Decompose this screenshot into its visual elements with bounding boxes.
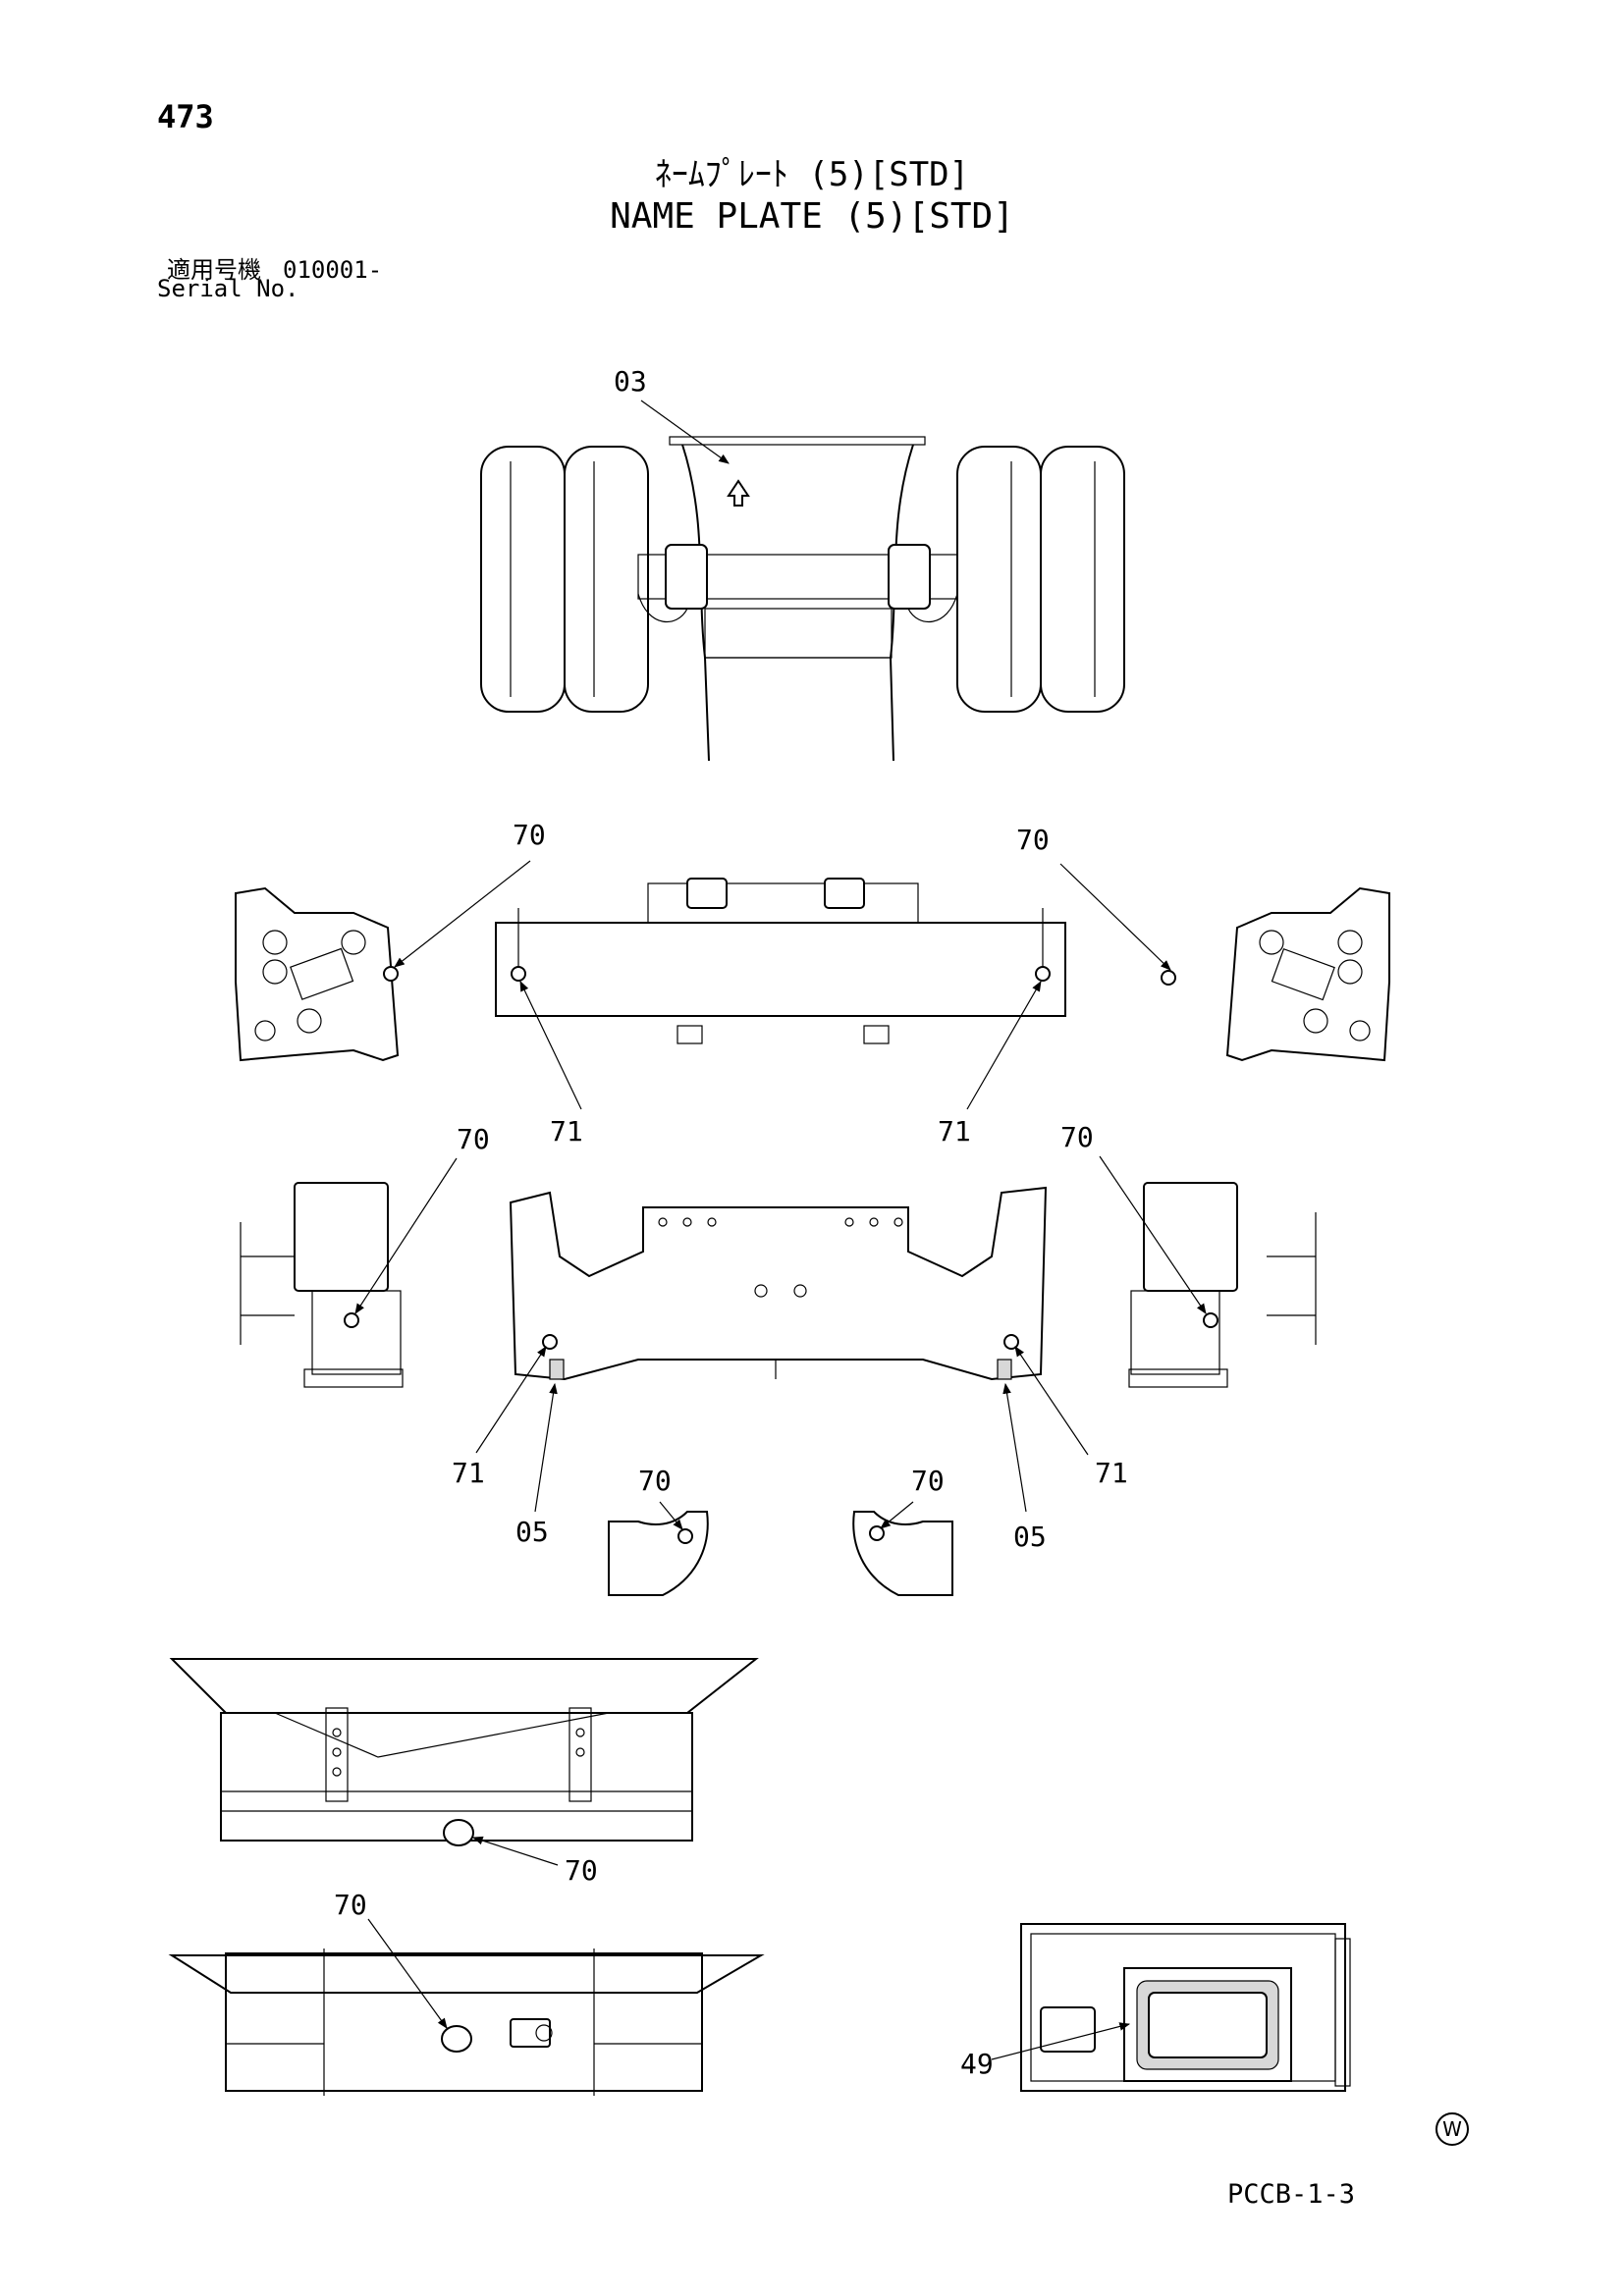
- nameplate-71-left: [511, 966, 526, 982]
- view-chassis: [240, 1182, 1317, 1596]
- view-axle-wheels: [480, 436, 1125, 762]
- nameplate-70-cab: [443, 1819, 474, 1846]
- callout-70-bracket-left: 70: [638, 1465, 672, 1497]
- serial-value: 010001-: [283, 256, 383, 284]
- callout-71-top-left: 71: [550, 1115, 583, 1148]
- left-link-assembly: [235, 886, 400, 1062]
- nameplate-71-right: [1035, 966, 1051, 982]
- serial-number-jp: 適用号機 010001-: [167, 250, 382, 285]
- title-japanese: ﾈｰﾑﾌﾟﾚｰﾄ (5)[STD]: [654, 155, 970, 194]
- nameplate-70-chassis-left: [344, 1312, 359, 1328]
- callouts: 03 70 70 71 71 70 70 71 71 05 05 70 70 7…: [334, 365, 1207, 2080]
- revision-stamp: W: [1435, 2112, 1469, 2146]
- nameplate-70-rear: [441, 2025, 472, 2053]
- callout-05-left: 05: [515, 1516, 549, 1548]
- nameplate-03-marker: [727, 479, 750, 507]
- view-frame-front: [235, 878, 1390, 1062]
- nameplate-70-chassis-right: [1203, 1312, 1218, 1328]
- small-bracket-right: [852, 1511, 953, 1596]
- nameplate-05-left: [549, 1359, 565, 1380]
- view-rear-panel: [168, 1949, 765, 2096]
- small-bracket-left: [608, 1511, 709, 1596]
- nameplate-70-left: [383, 966, 399, 982]
- nameplate-71-chassis-right: [1003, 1334, 1019, 1350]
- frame-beam: [495, 922, 1066, 1017]
- callout-70-mid-left: 70: [457, 1123, 490, 1155]
- drawing-code: PCCB-1-3: [1227, 2179, 1356, 2210]
- wheel-left-outer: [480, 446, 566, 713]
- view-monitor: [1020, 1923, 1351, 2092]
- page-number: 473: [157, 98, 214, 135]
- wheel-left-inner: [564, 446, 649, 713]
- callout-71-mid-left: 71: [452, 1457, 485, 1489]
- nameplate-05-right: [997, 1359, 1012, 1380]
- monitor-housing: [1020, 1923, 1346, 2092]
- callout-70-top-right: 70: [1016, 824, 1050, 856]
- callout-49: 49: [960, 2048, 994, 2080]
- title-english: NAME PLATE (5)[STD]: [610, 196, 1014, 237]
- nameplate-49-marker: [1148, 1992, 1268, 2058]
- wheel-right-inner: [956, 446, 1042, 713]
- nameplate-70-bracket-left: [677, 1528, 693, 1544]
- callout-70-top-left: 70: [513, 819, 546, 851]
- callout-70-bracket-right: 70: [911, 1465, 945, 1497]
- callout-71-mid-right: 71: [1095, 1457, 1128, 1489]
- nameplate-70-right: [1161, 970, 1176, 986]
- view-cab-panel: [169, 1658, 759, 1846]
- center-frame: [509, 1186, 1048, 1381]
- callout-70-cab: 70: [565, 1854, 598, 1887]
- right-link-assembly: [1225, 886, 1390, 1062]
- rear-panel-body: [225, 1952, 703, 2092]
- callout-05-right: 05: [1013, 1521, 1047, 1553]
- callout-70-rear: 70: [334, 1889, 367, 1921]
- wheel-right-outer: [1040, 446, 1125, 713]
- callout-71-top-right: 71: [938, 1115, 971, 1148]
- nameplate-71-chassis-left: [542, 1334, 558, 1350]
- serial-number-en-label: Serial No.: [157, 275, 299, 302]
- callout-70-mid-right: 70: [1060, 1121, 1094, 1153]
- serial-jp-label: 適用号機: [167, 256, 261, 284]
- callout-03: 03: [614, 365, 647, 398]
- nameplate-70-bracket-right: [869, 1525, 885, 1541]
